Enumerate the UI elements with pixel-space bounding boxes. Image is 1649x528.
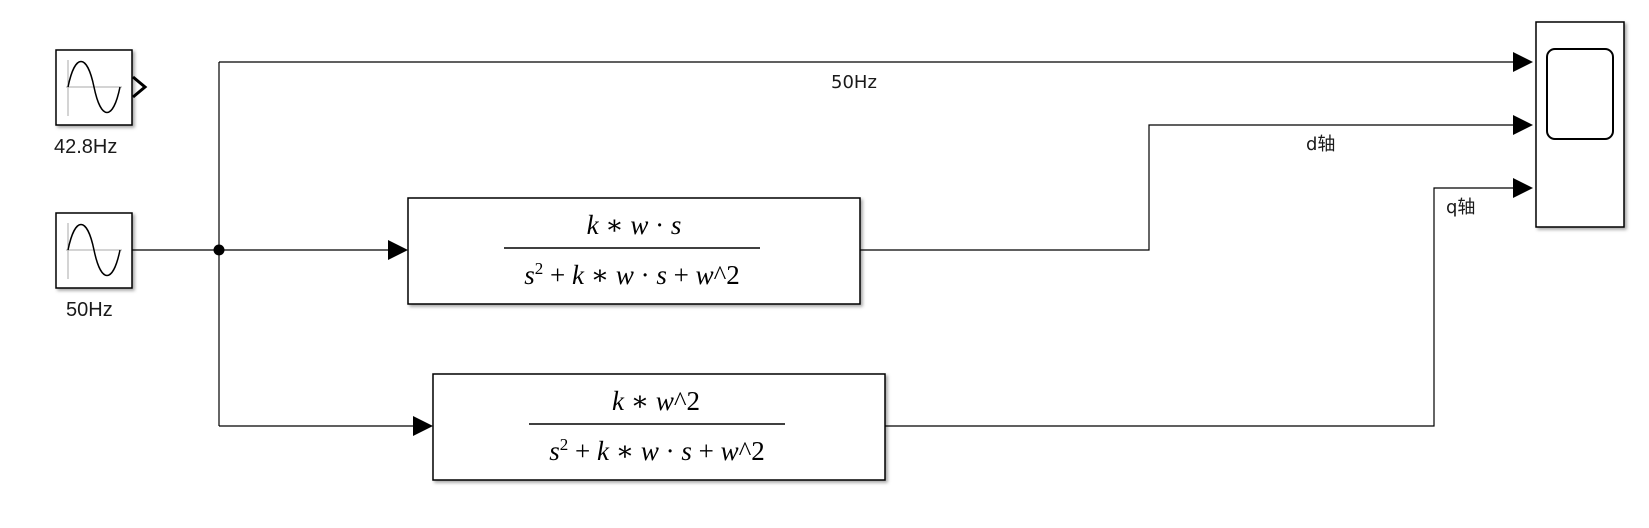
sine-wave-label-42-8hz: 42.8Hz xyxy=(54,136,117,158)
transfer-function-block-d[interactable]: k ∗ w · s s2 + k ∗ w · s + w^2 xyxy=(407,197,861,305)
sine-wave-label-50hz: 50Hz xyxy=(66,299,113,321)
arrowheads xyxy=(388,52,1533,436)
scope-block[interactable] xyxy=(1535,21,1625,228)
sine-wave-block-50hz[interactable] xyxy=(55,212,133,289)
arrowhead-scope-in1 xyxy=(1513,52,1533,72)
arrowhead-tf-q-input xyxy=(413,416,433,436)
wire-tf-q-to-scope[interactable] xyxy=(885,187,1520,427)
output-port-icon[interactable] xyxy=(132,75,148,99)
sine-wave-icon xyxy=(66,60,122,116)
tf-q-numerator: k ∗ w^2 xyxy=(612,386,700,416)
arrowhead-scope-in2 xyxy=(1513,115,1533,135)
scope-icon xyxy=(1546,48,1614,140)
branch-point[interactable] xyxy=(213,244,225,256)
tf-d-numerator: k ∗ w · s xyxy=(587,210,682,240)
transfer-function-block-q[interactable]: k ∗ w^2 s2 + k ∗ w · s + w^2 xyxy=(432,373,886,481)
signal-label-d-axis[interactable]: d轴 xyxy=(1306,134,1335,155)
signal-lines xyxy=(128,61,1520,427)
tf-d-denominator: s2 + k ∗ w · s + w^2 xyxy=(524,259,740,290)
sine-wave-icon xyxy=(66,223,122,279)
signal-label-q-axis[interactable]: q轴 xyxy=(1446,197,1475,218)
arrowhead-tf-d-input xyxy=(388,240,408,260)
tf-q-denominator: s2 + k ∗ w · s + w^2 xyxy=(549,435,765,466)
arrowhead-scope-in3 xyxy=(1513,178,1533,198)
wire-tf-d-to-scope[interactable] xyxy=(860,124,1520,251)
sine-wave-block-42-8hz[interactable] xyxy=(55,49,148,126)
signal-label-50hz[interactable]: 50Hz xyxy=(831,72,877,93)
